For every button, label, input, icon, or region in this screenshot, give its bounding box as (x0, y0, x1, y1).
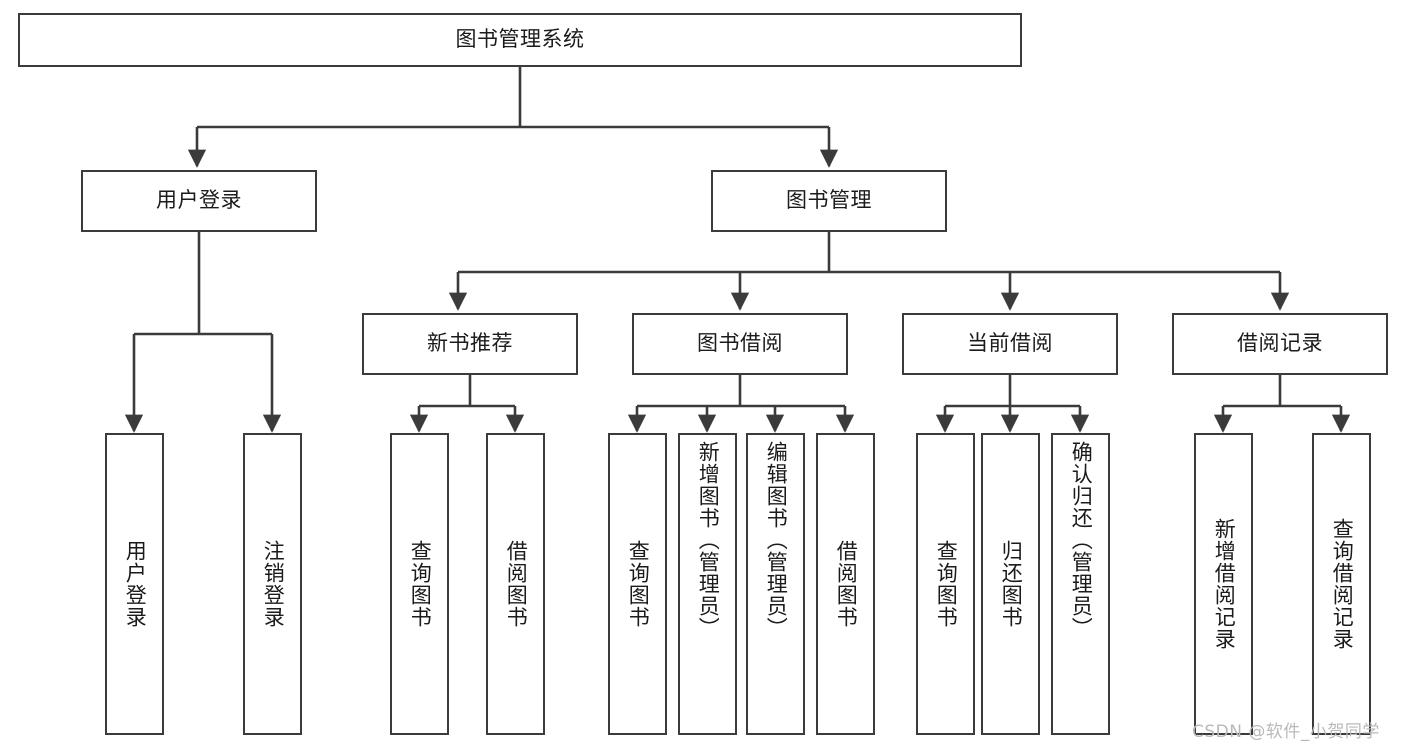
node-borrow-records-label: 借阅记录 (1237, 331, 1323, 356)
node-book-borrow[interactable]: 图书借阅 (632, 313, 848, 375)
leaf-edit-book[interactable]: 编辑图书（管理员） (746, 433, 805, 735)
node-user-login-label: 用户登录 (156, 188, 242, 213)
leaf-borrow-book-1-label: 借阅图书 (504, 540, 529, 628)
node-new-book-recommend-label: 新书推荐 (427, 331, 513, 356)
leaf-borrow-book-1[interactable]: 借阅图书 (486, 433, 545, 735)
leaf-query-book-2-label: 查询图书 (626, 540, 651, 628)
node-borrow-records[interactable]: 借阅记录 (1172, 313, 1388, 375)
node-new-book-recommend[interactable]: 新书推荐 (362, 313, 578, 375)
node-root[interactable]: 图书管理系统 (18, 13, 1022, 67)
leaf-borrow-book-2[interactable]: 借阅图书 (816, 433, 875, 735)
leaf-confirm-return[interactable]: 确认归还（管理员） (1051, 433, 1110, 735)
leaf-user-login-label: 用户登录 (123, 540, 148, 628)
leaf-add-record[interactable]: 新增借阅记录 (1194, 433, 1253, 735)
node-book-borrow-label: 图书借阅 (697, 331, 783, 356)
leaf-query-book-3[interactable]: 查询图书 (916, 433, 975, 735)
leaf-user-logout-label: 注销登录 (261, 540, 286, 628)
leaf-add-book-label: 新增图书（管理员） (696, 441, 721, 639)
csdn-watermark: CSDN @软件_小贺同学 (1192, 722, 1380, 742)
leaf-return-book-label: 归还图书 (999, 540, 1024, 628)
leaf-confirm-return-label: 确认归还（管理员） (1069, 441, 1094, 639)
leaf-query-book-1-label: 查询图书 (408, 540, 433, 628)
leaf-query-book-1[interactable]: 查询图书 (390, 433, 449, 735)
leaf-query-record[interactable]: 查询借阅记录 (1312, 433, 1371, 735)
leaf-borrow-book-2-label: 借阅图书 (834, 540, 859, 628)
node-book-management[interactable]: 图书管理 (711, 170, 947, 232)
node-user-login[interactable]: 用户登录 (81, 170, 317, 232)
leaf-add-record-label: 新增借阅记录 (1212, 518, 1237, 650)
leaf-user-login[interactable]: 用户登录 (105, 433, 164, 735)
leaf-edit-book-label: 编辑图书（管理员） (764, 441, 789, 639)
node-current-borrow[interactable]: 当前借阅 (902, 313, 1118, 375)
node-book-management-label: 图书管理 (786, 188, 872, 213)
node-root-label: 图书管理系统 (455, 27, 585, 52)
leaf-user-logout[interactable]: 注销登录 (243, 433, 302, 735)
leaf-add-book[interactable]: 新增图书（管理员） (678, 433, 737, 735)
leaf-return-book[interactable]: 归还图书 (981, 433, 1040, 735)
leaf-query-record-label: 查询借阅记录 (1330, 518, 1355, 650)
leaf-query-book-2[interactable]: 查询图书 (608, 433, 667, 735)
node-current-borrow-label: 当前借阅 (967, 331, 1053, 356)
leaf-query-book-3-label: 查询图书 (934, 540, 959, 628)
